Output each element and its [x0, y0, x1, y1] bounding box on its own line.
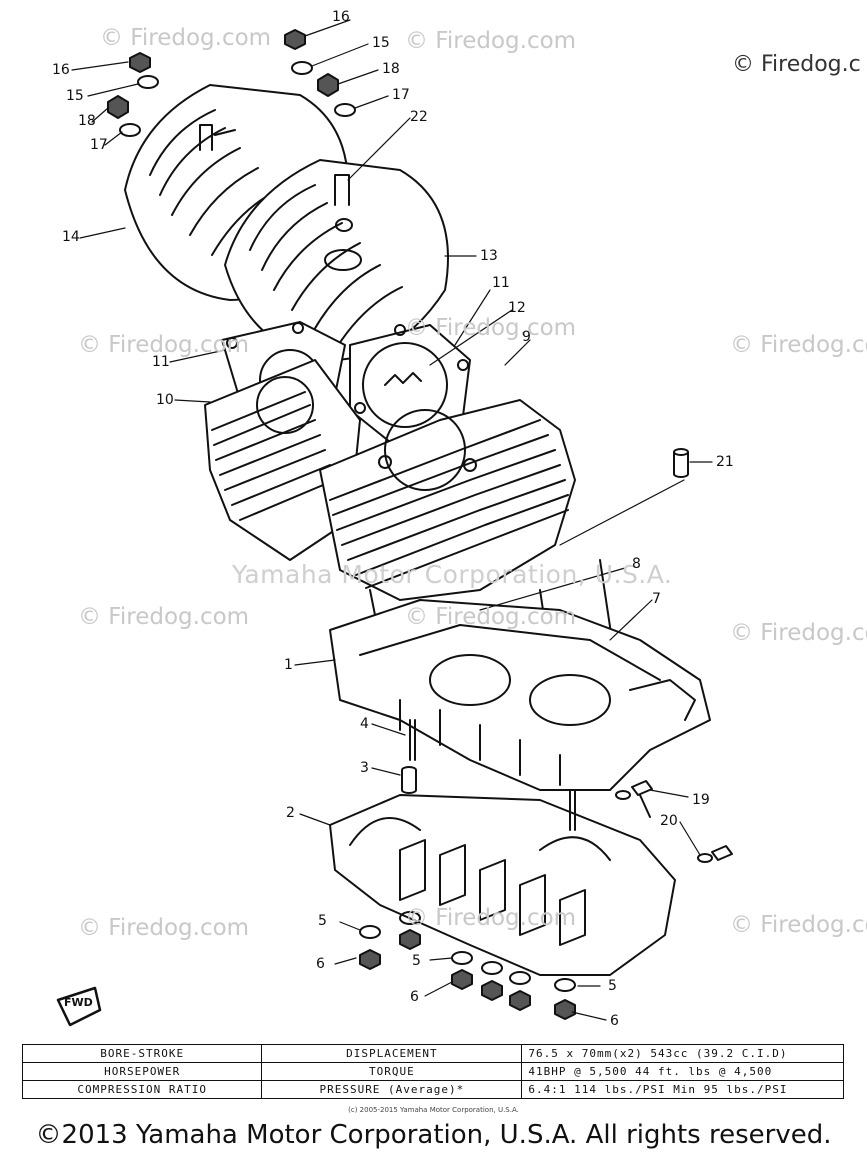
fwd-arrow-icon	[56, 986, 102, 1027]
callout-number: 12	[508, 300, 526, 316]
fwd-label: FWD	[64, 996, 93, 1009]
watermark: © Firedog.com	[405, 315, 577, 341]
callout-number: 18	[382, 61, 400, 77]
callout-number: 14	[62, 229, 80, 245]
callout-number: 6	[410, 989, 419, 1005]
table-cell: 6.4:1 114 lbs./PSI Min 95 lbs./PSI	[521, 1080, 844, 1099]
watermark: © Firedog.com	[405, 28, 577, 54]
watermark: © Firedog.com	[730, 912, 867, 938]
callout-number: 1	[284, 657, 293, 673]
cylinder-right	[319, 399, 576, 601]
callout-number: 3	[360, 760, 369, 776]
watermark: © Firedog.com	[78, 915, 250, 941]
callout-number: 21	[716, 454, 734, 470]
crankcase-stud-4	[409, 719, 416, 761]
table-cell: DISPLACEMENT	[261, 1044, 523, 1063]
table-row: COMPRESSION RATIO PRESSURE (Average)* 6.…	[21, 1080, 844, 1099]
callout-number: 17	[90, 137, 108, 153]
watermark: © Firedog.com	[78, 332, 250, 358]
upper-crankcase	[329, 599, 711, 791]
table-cell: 76.5 x 70mm(x2) 543cc (39.2 C.I.D)	[521, 1044, 844, 1063]
bolt-19-upper	[631, 780, 653, 818]
leader-lines	[71, 19, 713, 1021]
callout-number: 19	[692, 792, 710, 808]
watermark: © Firedog.com	[405, 604, 577, 630]
watermark: © Firedog.com	[405, 905, 577, 931]
callout-number: 7	[652, 591, 661, 607]
callout-number: 11	[492, 275, 510, 291]
table-cell: PRESSURE (Average)*	[261, 1080, 523, 1099]
callout-number: 8	[632, 556, 641, 572]
callout-number: 11	[152, 354, 170, 370]
table-cell: COMPRESSION RATIO	[21, 1080, 263, 1099]
callout-number: 15	[372, 35, 390, 51]
callout-number: 15	[66, 88, 84, 104]
callout-number: 4	[360, 716, 369, 732]
callout-number: 5	[318, 913, 327, 929]
callout-number: 2	[286, 805, 295, 821]
callout-number: 22	[410, 109, 428, 125]
table-row: BORE-STROKE DISPLACEMENT 76.5 x 70mm(x2)…	[21, 1044, 844, 1063]
table-cell: HORSEPOWER	[21, 1062, 263, 1081]
table-cell: BORE-STROKE	[21, 1044, 263, 1063]
table-cell: TORQUE	[261, 1062, 523, 1081]
table-cell: 41BHP @ 5,500 44 ft. lbs @ 4,500	[521, 1062, 844, 1081]
spec-table: BORE-STROKE DISPLACEMENT 76.5 x 70mm(x2)…	[21, 1044, 844, 1099]
table-row: HORSEPOWER TORQUE 41BHP @ 5,500 44 ft. l…	[21, 1062, 844, 1081]
callout-number: 6	[610, 1013, 619, 1029]
callout-number: 5	[412, 953, 421, 969]
washer-20-lower	[697, 853, 713, 863]
head-gasket-right	[349, 324, 471, 451]
washer-20-upper	[615, 790, 631, 800]
callout-number: 10	[156, 392, 174, 408]
callout-number: 18	[78, 113, 96, 129]
exploded-engine-diagram	[56, 19, 733, 1027]
bottom-nuts-washers	[359, 911, 576, 1020]
crankcase-dowel-3	[401, 766, 417, 794]
watermark-center: Yamaha Motor Corporation, U.S.A.	[232, 560, 673, 589]
small-copyright: (c) 2005-2015 Yamaha Motor Corporation, …	[348, 1106, 519, 1114]
cylinder-head-right	[224, 159, 449, 361]
callout-number: 6	[316, 956, 325, 972]
dowel-pin-21	[673, 448, 689, 478]
watermark: © Firedog.com	[78, 604, 250, 630]
callout-number: 17	[392, 87, 410, 103]
lower-crankcase	[329, 789, 676, 976]
callout-number: 5	[608, 978, 617, 994]
cylinder-left	[204, 359, 361, 561]
watermark: © Firedog.com	[730, 332, 867, 358]
footer-copyright: ©2013 Yamaha Motor Corporation, U.S.A. A…	[35, 1120, 832, 1150]
watermark: © Firedog.com	[730, 620, 867, 646]
watermark: © Firedog.com	[100, 25, 272, 51]
callout-number: 16	[332, 9, 350, 25]
top-nuts-washers	[107, 29, 356, 137]
callout-number: 9	[522, 329, 531, 345]
callout-number: 13	[480, 248, 498, 264]
watermark-corner: © Firedog.c	[732, 52, 861, 77]
bolt-19-lower	[711, 845, 733, 861]
callout-number: 20	[660, 813, 678, 829]
callout-number: 16	[52, 62, 70, 78]
